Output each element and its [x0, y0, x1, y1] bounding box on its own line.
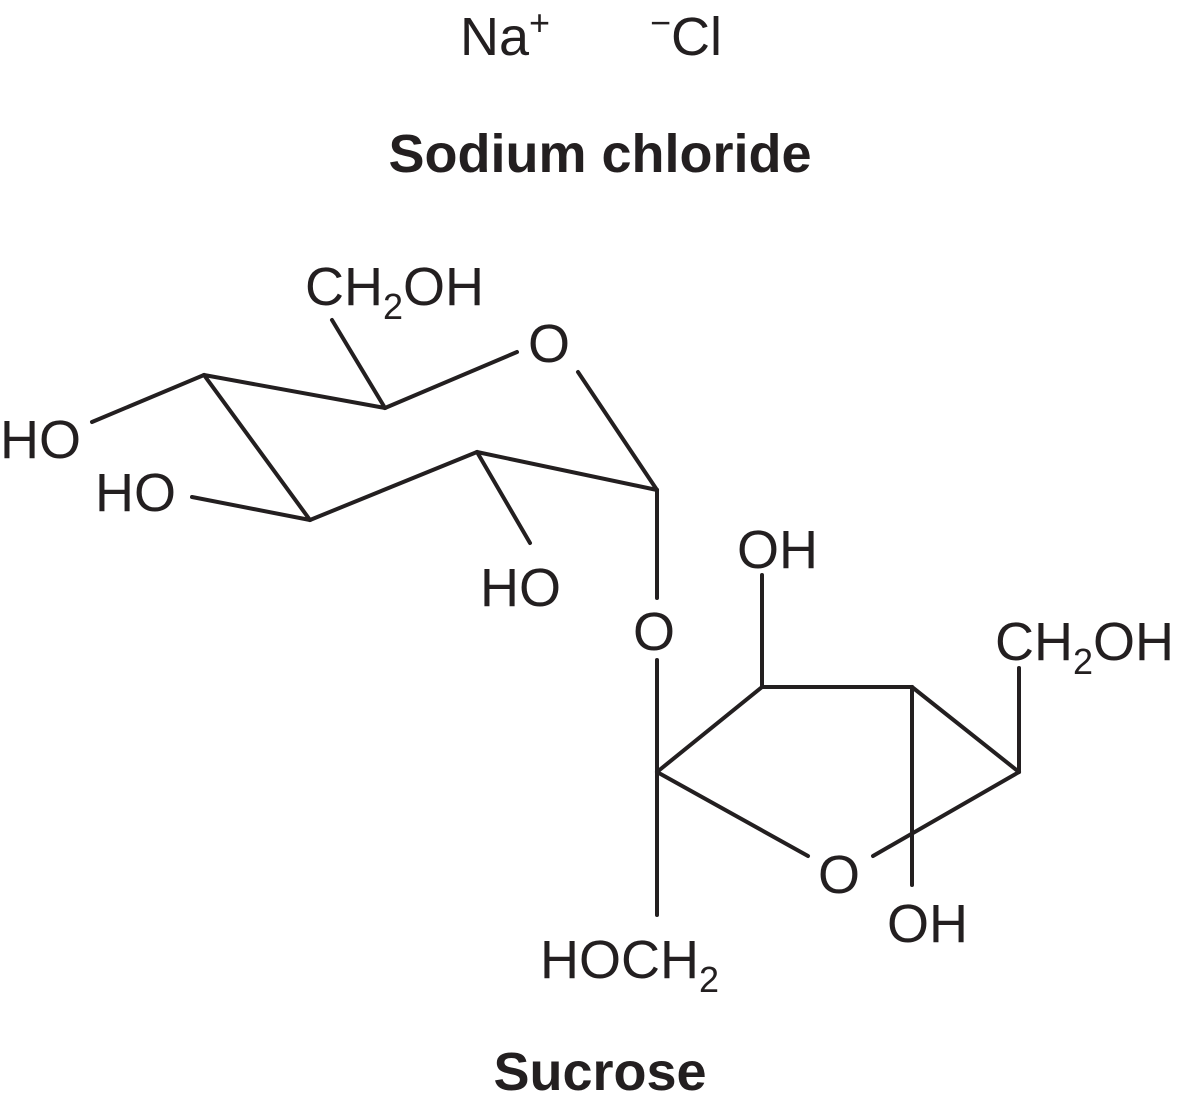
fructose-hoch2-hoch: HOCH	[540, 930, 699, 990]
fructose-ch2oh-subscript: 2	[1073, 641, 1093, 682]
sodium-charge: +	[529, 2, 550, 43]
bond-c4prime-c5prime	[910, 685, 1021, 774]
bond-c2-c3	[308, 450, 479, 522]
bond-ring-oxygen-c2prime	[655, 770, 810, 858]
caption-sucrose: Sucrose	[493, 1042, 706, 1095]
chloride-symbol: Cl	[671, 7, 722, 67]
fructose-ring-bonds	[655, 573, 1021, 917]
fructose-hoch2-subscript: 2	[699, 959, 719, 1000]
glycosidic-oxygen: O	[633, 602, 675, 662]
fructose-hoch2-label: HOCH2	[540, 930, 719, 1000]
glucose-ch2oh-ch: CH	[305, 257, 383, 317]
glucose-ring-bonds	[90, 318, 659, 545]
glucose-ho-c3: HO	[95, 463, 176, 523]
bond-c2prime-c3prime	[655, 685, 764, 774]
glucose-ho-c2: HO	[480, 558, 561, 618]
bond-c5-ch2oh	[330, 318, 387, 410]
bond-c1-c2	[475, 450, 659, 492]
bond-c4-ho	[90, 373, 206, 424]
fructose-ch2oh-ch: CH	[995, 612, 1073, 672]
glucose-ring-oxygen: O	[528, 314, 570, 374]
bond-c5-ring-oxygen	[383, 350, 519, 410]
caption-sodium-chloride: Sodium chloride	[388, 124, 811, 184]
glucose-ch2oh-subscript: 2	[383, 286, 403, 327]
bond-c4-c5	[202, 373, 387, 410]
fructose-oh-c4: OH	[887, 894, 968, 954]
chloride-charge: −	[650, 2, 671, 43]
glucose-ch2oh-label: CH2OH	[305, 257, 484, 327]
glucose-ch2oh-oh: OH	[403, 257, 484, 317]
fructose-oh-c3: OH	[737, 520, 818, 580]
chloride-ion: −Cl	[650, 2, 722, 67]
fructose-ch2oh-label: CH2OH	[995, 612, 1174, 682]
bond-c3-c4	[202, 373, 312, 522]
fructose-ring-oxygen: O	[818, 845, 860, 905]
bond-ring-oxygen-c1	[576, 370, 659, 492]
fructose-ch2oh-oh: OH	[1093, 612, 1174, 672]
bond-c5prime-ring-oxygen	[871, 770, 1021, 858]
bond-c3-ho	[190, 495, 312, 522]
sodium-symbol: Na	[460, 7, 530, 67]
sodium-ion: Na+	[460, 2, 550, 67]
bond-c2-ho	[475, 450, 532, 545]
glucose-ho-c4: HO	[0, 410, 81, 470]
